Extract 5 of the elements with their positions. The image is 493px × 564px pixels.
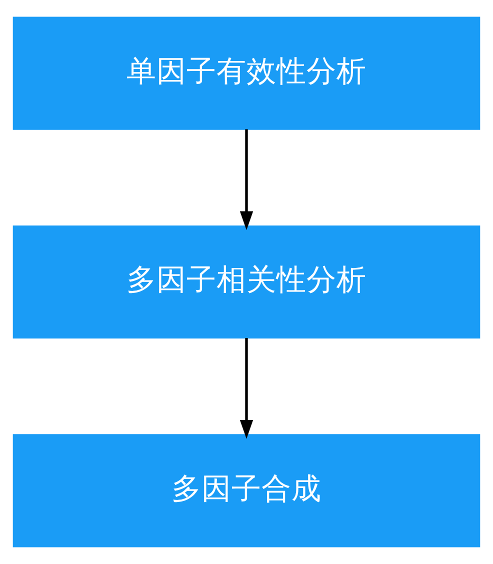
arrow — [240, 338, 254, 439]
node-box: 单因子有效性分析 — [12, 16, 480, 130]
node-box: 多因子合成 — [12, 434, 480, 548]
arrow — [240, 129, 254, 230]
node-box: 多因子相关性分析 — [12, 225, 480, 339]
